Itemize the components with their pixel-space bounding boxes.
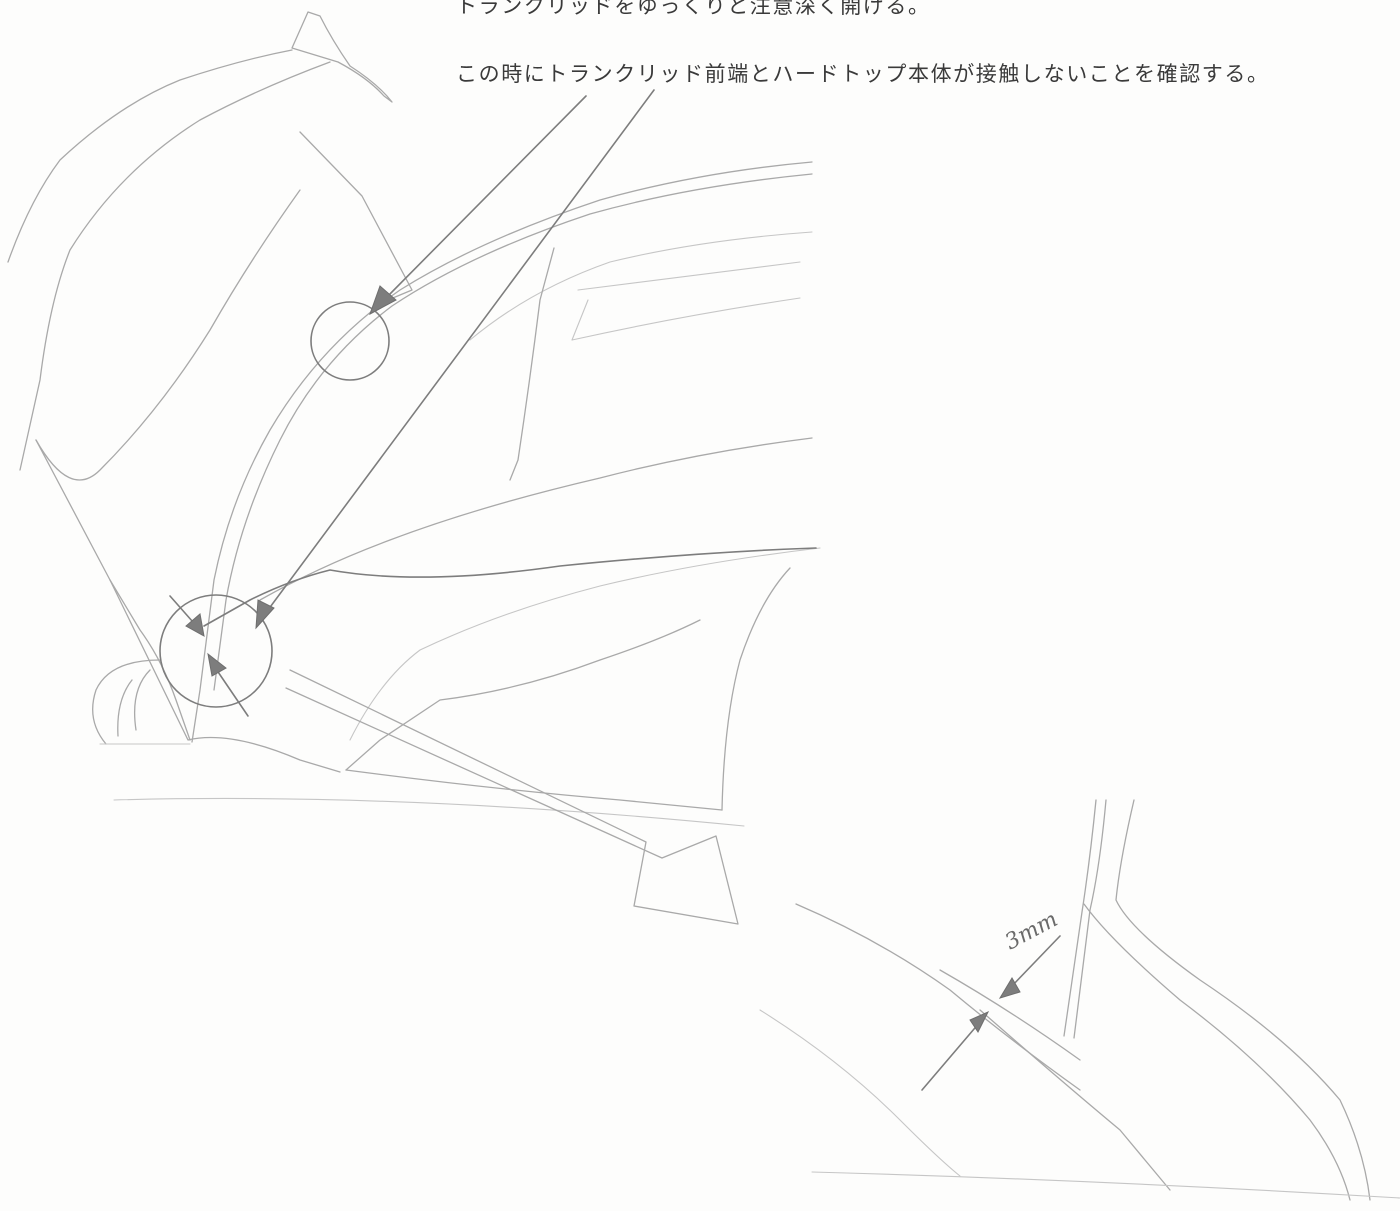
detail-view: 3mm bbox=[759, 799, 1400, 1201]
lower-detail-circle bbox=[159, 594, 273, 708]
detail-hardtop-curve-outer bbox=[1115, 799, 1371, 1201]
rear-window-frame bbox=[509, 247, 555, 481]
spoiler-wing-edge bbox=[7, 49, 293, 263]
rear-window-slot bbox=[571, 261, 801, 341]
detail-hardtop-pillar-outer bbox=[1063, 799, 1097, 1037]
hardtop-roof-outer bbox=[191, 161, 813, 743]
quarter-panel bbox=[721, 567, 791, 811]
spoiler-stay bbox=[299, 131, 413, 301]
deck-line-lower bbox=[349, 547, 821, 741]
detail-ground-line bbox=[811, 1171, 1400, 1199]
detail-view-arrow bbox=[285, 669, 739, 925]
contact-arrow-2 bbox=[213, 665, 249, 717]
quarter-panel-inner bbox=[345, 619, 701, 771]
leader-arrows bbox=[169, 89, 655, 717]
bumper-curve bbox=[92, 659, 161, 745]
detail-lid-front-top bbox=[939, 969, 1081, 1061]
gap-arrow-upper-head bbox=[998, 977, 1021, 999]
rear-window-upper bbox=[469, 231, 813, 341]
trunk-lid-front-edge bbox=[35, 189, 301, 481]
trunk-lid-gap-line bbox=[203, 547, 817, 627]
trunk-lid-rear-line bbox=[109, 579, 191, 741]
trunk-lid-panel bbox=[35, 439, 341, 773]
detail-hardtop-curve-inner bbox=[1083, 903, 1351, 1201]
hardtop-roof-inner bbox=[213, 173, 813, 691]
detail-trunk-lid-edge-inner bbox=[759, 1009, 961, 1177]
instruction-line-1: トランクリッドをゆっくりと注意深く開ける。 bbox=[456, 0, 931, 18]
contact-arrow-2-head bbox=[207, 652, 227, 677]
detail-hardtop-pillar-inner bbox=[1073, 799, 1107, 1039]
leader-arrow-lower-head bbox=[255, 599, 275, 630]
hardtop-drawing bbox=[92, 161, 821, 827]
detail-markers bbox=[159, 301, 390, 708]
deck-line bbox=[259, 437, 813, 601]
gap-arrow-lower-head bbox=[969, 1010, 990, 1033]
leader-arrow-upper-head bbox=[369, 285, 397, 316]
contact-arrow-1-head bbox=[185, 613, 205, 637]
body-sill bbox=[345, 769, 723, 811]
gap-arrow-upper bbox=[1009, 935, 1061, 989]
leader-arrow-upper bbox=[383, 95, 587, 301]
ground-line bbox=[113, 797, 745, 827]
gap-dimension-label: 3mm bbox=[1001, 907, 1062, 955]
leader-arrow-lower bbox=[261, 89, 655, 619]
spoiler-wing-edge-top bbox=[19, 61, 331, 471]
instruction-line-2: この時にトランクリッド前端とハードトップ本体が接触しないことを確認する。 bbox=[456, 62, 1270, 86]
detail-lid-front-bottom bbox=[979, 1009, 1171, 1191]
trunk-lid-drawing bbox=[7, 11, 413, 773]
upper-detail-circle bbox=[310, 301, 390, 381]
spoiler-wing bbox=[291, 11, 393, 103]
gap-arrow-lower bbox=[921, 1021, 981, 1091]
